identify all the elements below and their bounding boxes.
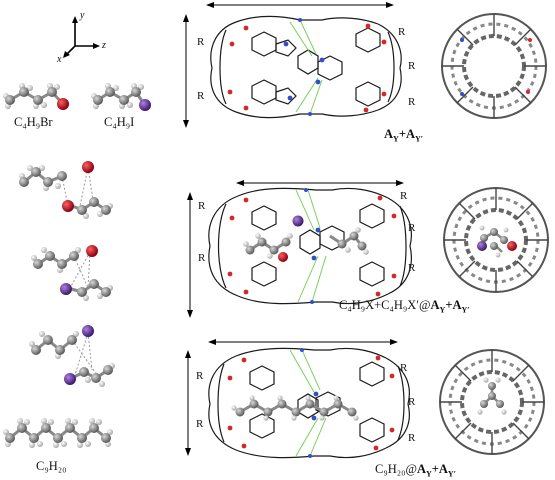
- sphere-view-row2: [443, 187, 549, 293]
- dimer-i-br-model: [31, 245, 113, 301]
- caption-row3-sub1: Y: [425, 469, 432, 479]
- r-label: R: [408, 222, 416, 234]
- axis-y-label: y: [80, 10, 85, 21]
- r-label: R: [408, 396, 416, 408]
- butyl-iodide-label: C₄H₉I: [104, 115, 135, 129]
- caption-row1-host2: A: [405, 127, 415, 141]
- caption-row1: AY+AY′: [384, 127, 423, 144]
- caption-row3: C₉H₂₀@AY+AY′: [375, 462, 456, 479]
- r-label: R: [196, 370, 204, 382]
- r-label: R: [400, 190, 408, 202]
- dimer-i-i-model: [29, 325, 115, 387]
- nonane-label: C₉H₂₀: [36, 459, 67, 473]
- r-label: R: [408, 432, 416, 444]
- caption-row1-sub2: Y′: [414, 134, 423, 144]
- r-label: R: [196, 418, 204, 430]
- caption-row3-plus: +: [431, 462, 439, 476]
- butyl-bromide-label: C₄H₉Br: [14, 115, 53, 129]
- r-label: R: [400, 362, 408, 374]
- r-label: R: [198, 252, 206, 264]
- dimer-br-br-model: [19, 161, 113, 219]
- caption-row1-plus: +: [398, 127, 406, 141]
- r-label: R: [197, 90, 205, 102]
- cage-row3: [185, 339, 410, 459]
- caption-row2-plus: +: [445, 298, 453, 312]
- r-label: R: [197, 36, 205, 48]
- caption-row2: C₄H₉X+C₄H₉X′@AY+AY′: [339, 298, 470, 315]
- caption-row3-host: A: [416, 462, 426, 476]
- caption-row1-host: A: [384, 127, 394, 141]
- butyl-iodide-model: [91, 83, 151, 111]
- caption-row1-sub1: Y: [393, 134, 399, 144]
- r-label: R: [398, 26, 406, 38]
- butyl-bromide-model: [3, 83, 69, 110]
- caption-row2-host: A: [430, 298, 440, 312]
- r-label: R: [408, 262, 416, 274]
- caption-row2-sub2: Y′: [461, 305, 470, 315]
- cage-row1: [183, 2, 402, 128]
- caption-row2-guest: C₄H₉X+C₄H₉X′@: [339, 298, 431, 312]
- r-label: R: [408, 96, 416, 108]
- cage-row2: [187, 180, 412, 318]
- caption-row3-guest: C₉H₂₀@: [375, 462, 417, 476]
- sphere-view-row3: [439, 349, 545, 455]
- axis-x-label: x: [57, 54, 62, 65]
- r-label: R: [408, 60, 416, 72]
- caption-row2-host2: A: [452, 298, 462, 312]
- sphere-view-row1: [441, 13, 547, 119]
- coordinate-axes: y z x: [55, 10, 115, 70]
- axis-z-label: z: [102, 40, 106, 51]
- r-label: R: [198, 200, 206, 212]
- caption-row2-sub1: Y: [439, 305, 446, 315]
- caption-row3-sub2: Y′: [447, 469, 456, 479]
- nonane-model: [3, 418, 113, 448]
- caption-row3-host2: A: [438, 462, 448, 476]
